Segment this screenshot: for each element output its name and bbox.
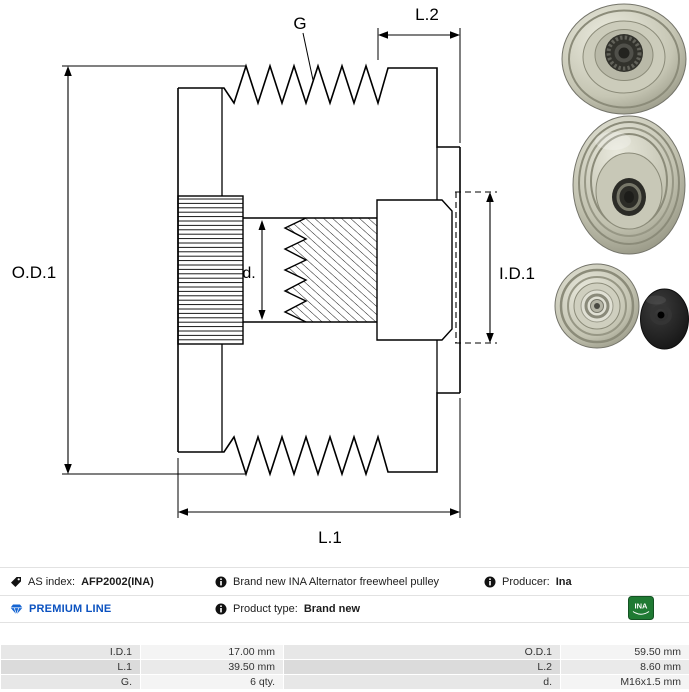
premium-line-label: PREMIUM LINE (29, 603, 112, 615)
thread-profile-zigzag (283, 217, 308, 323)
spec-label-cell: d. (284, 675, 560, 689)
product-type-value: Brand new (303, 603, 361, 615)
pulley-photo-angled-rear (561, 3, 687, 115)
spec-value-cell: M16x1.5 mm (561, 675, 689, 689)
spec-value-cell: 59.50 mm (561, 645, 689, 659)
ina-logo-text: INA (635, 602, 649, 611)
divider-middle (0, 595, 689, 596)
spec-value-cell: 8.60 mm (561, 660, 689, 674)
id1-label: I.D.1 (499, 264, 535, 283)
as-index-value: AFP2002(INA) (81, 576, 154, 588)
table-row: G. 6 qty. d. M16x1.5 mm (1, 675, 689, 689)
bearing-block (376, 199, 453, 341)
spec-label-cell: G. (1, 675, 140, 689)
as-index: AS index: AFP2002(INA) (10, 571, 154, 593)
pulley-photo-angled-front (572, 115, 686, 255)
spec-label-cell: O.D.1 (284, 645, 560, 659)
pulley-top-profile (178, 63, 460, 148)
spec-label-cell: L.2 (284, 660, 560, 674)
producer-label: Producer: (502, 576, 550, 588)
info-icon (215, 603, 227, 615)
as-index-label: AS index: (28, 576, 76, 588)
od1-label: O.D.1 (12, 263, 56, 282)
diamond-icon (10, 604, 23, 615)
ina-logo: INA (628, 596, 654, 620)
g-label: G (293, 14, 306, 33)
producer: Producer: Ina (484, 571, 572, 593)
l1-label: L.1 (318, 528, 342, 547)
tag-icon (11, 577, 21, 587)
table-row: L.1 39.50 mm L.2 8.60 mm (1, 660, 689, 674)
technical-drawing: O.D.1 I.D.1 L.1 L.2 G (12, 5, 535, 547)
specs-table: I.D.1 17.00 mm O.D.1 59.50 mm L.1 39.50 … (0, 644, 689, 690)
dimension-od1 (62, 65, 246, 475)
premium-line-badge: PREMIUM LINE (10, 598, 111, 620)
l2-label: L.2 (415, 5, 439, 24)
d-label: d. (242, 265, 255, 282)
producer-value: Ina (555, 576, 572, 588)
dimension-l1 (177, 398, 461, 518)
plastic-cap-photo (640, 288, 689, 350)
table-row: I.D.1 17.00 mm O.D.1 59.50 mm (1, 645, 689, 659)
thread-hatch (285, 218, 377, 322)
spec-value-cell: 39.50 mm (141, 660, 283, 674)
dimension-l2 (377, 28, 461, 143)
description-text: Brand new INA Alternator freewheel pulle… (233, 576, 440, 588)
product-type: Product type: Brand new (215, 598, 360, 620)
spec-value-cell: 6 qty. (141, 675, 283, 689)
info-icon (215, 576, 227, 588)
spec-value-cell: 17.00 mm (141, 645, 283, 659)
dimension-d (258, 220, 266, 320)
product-description: Brand new INA Alternator freewheel pulle… (215, 571, 439, 593)
threaded-bore (243, 217, 377, 323)
hidden-bore-lines (455, 191, 497, 344)
knurled-hub-section (177, 195, 244, 345)
divider-bottom (0, 622, 689, 623)
spec-label-cell: I.D.1 (1, 645, 140, 659)
info-icon (484, 576, 496, 588)
ina-brand-icon: INA (628, 596, 654, 620)
dimension-id1 (486, 192, 494, 343)
pulley-photo-front (554, 263, 640, 349)
divider-top (0, 567, 689, 568)
spec-label-cell: L.1 (1, 660, 140, 674)
product-type-label: Product type: (233, 603, 298, 615)
pulley-bottom-profile (178, 392, 460, 477)
g-leader-line (302, 32, 314, 81)
